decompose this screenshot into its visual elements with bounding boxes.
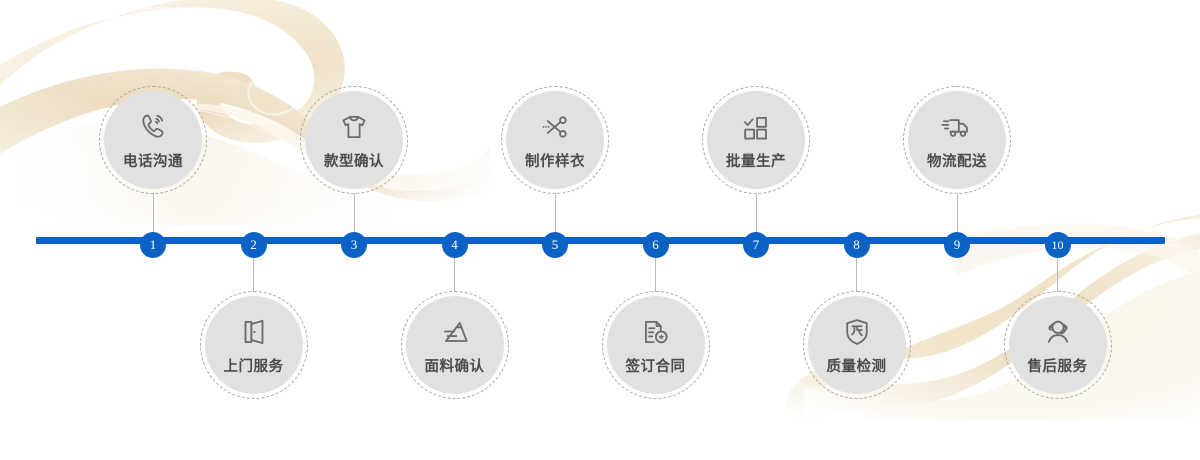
step-badge-8[interactable]: 质量检测 — [802, 291, 911, 399]
door-icon — [237, 315, 271, 349]
step-marker-1[interactable]: 1 — [140, 231, 166, 258]
step-badge-body: 面料确认 — [405, 296, 504, 394]
silk-fabric-decoration-top-left — [0, 0, 490, 226]
fabric-swatch-icon — [438, 315, 472, 349]
phone-call-icon — [136, 110, 170, 144]
step-marker-2[interactable]: 2 — [240, 231, 267, 258]
connector-stem — [353, 194, 355, 241]
step-badge-5[interactable]: 制作样衣 — [501, 86, 609, 194]
connector-stem — [655, 241, 656, 291]
step-badge-body: 批量生产 — [707, 91, 805, 189]
step-badge-2[interactable]: 上门服务 — [199, 291, 308, 399]
step-label: 物流配送 — [927, 153, 987, 170]
checklist-grid-icon — [739, 110, 773, 144]
quality-shield-icon — [840, 315, 874, 349]
step-label: 制作样衣 — [525, 153, 585, 170]
tshirt-icon — [337, 110, 371, 144]
contract-seal-icon — [639, 315, 673, 349]
connector-stem — [1057, 241, 1058, 291]
step-badge-body: 制作样衣 — [506, 91, 604, 189]
step-label: 签订合同 — [625, 358, 686, 375]
connector-stem — [454, 241, 455, 291]
step-label: 上门服务 — [223, 358, 284, 375]
step-badge-body: 售后服务 — [1008, 296, 1107, 394]
step-label: 批量生产 — [726, 153, 786, 170]
step-marker-6[interactable]: 6 — [642, 231, 669, 258]
step-badge-10[interactable]: 售后服务 — [1003, 291, 1112, 399]
step-label: 质量检测 — [826, 358, 887, 375]
step-marker-7[interactable]: 7 — [743, 231, 769, 258]
step-marker-8[interactable]: 8 — [843, 231, 870, 258]
step-badge-7[interactable]: 批量生产 — [702, 86, 810, 194]
step-badge-body: 物流配送 — [908, 91, 1006, 189]
step-badge-3[interactable]: 款型确认 — [300, 86, 408, 194]
step-badge-9[interactable]: 物流配送 — [903, 86, 1011, 194]
step-badge-1[interactable]: 电话沟通 — [99, 86, 207, 194]
step-marker-4[interactable]: 4 — [441, 231, 468, 258]
connector-stem — [856, 241, 857, 291]
step-badge-6[interactable]: 签订合同 — [601, 291, 710, 399]
delivery-truck-icon — [940, 110, 974, 144]
connector-stem — [253, 241, 254, 291]
step-marker-3[interactable]: 3 — [341, 231, 367, 258]
step-label: 电话沟通 — [123, 153, 183, 170]
step-badge-body: 款型确认 — [305, 91, 403, 189]
step-label: 面料确认 — [424, 358, 485, 375]
step-badge-4[interactable]: 面料确认 — [400, 291, 509, 399]
scissors-icon — [538, 110, 572, 144]
step-label: 售后服务 — [1027, 358, 1088, 375]
step-badge-body: 签订合同 — [606, 296, 705, 394]
step-marker-10[interactable]: 10 — [1044, 231, 1071, 258]
step-badge-body: 质量检测 — [807, 296, 906, 394]
step-label: 款型确认 — [324, 153, 384, 170]
step-badge-body: 上门服务 — [204, 296, 303, 394]
step-marker-9[interactable]: 9 — [944, 231, 970, 258]
step-marker-5[interactable]: 5 — [542, 231, 568, 258]
connector-stem — [152, 194, 154, 241]
connector-stem — [956, 194, 958, 241]
headset-agent-icon — [1041, 315, 1075, 349]
connector-stem — [554, 194, 556, 241]
timeline-axis — [36, 237, 1165, 244]
connector-stem — [755, 194, 757, 241]
step-badge-body: 电话沟通 — [104, 91, 202, 189]
